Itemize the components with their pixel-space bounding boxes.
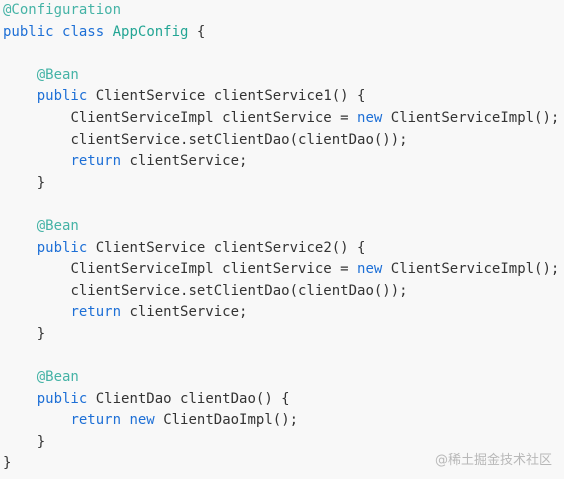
- code-line: @Bean: [3, 216, 564, 238]
- keyword: new: [357, 109, 383, 126]
- type-name: ClientService: [95, 239, 206, 256]
- keyword: return: [70, 304, 122, 321]
- annotation: @Bean: [36, 217, 79, 234]
- code-line: @Bean: [3, 65, 564, 87]
- code-line: public class AppConfig {: [3, 22, 564, 44]
- code-line: }: [3, 453, 564, 475]
- keyword: public: [36, 390, 88, 407]
- brace: {: [196, 23, 206, 40]
- method-signature: clientService2() {: [213, 239, 366, 256]
- brace: }: [36, 174, 46, 191]
- keyword: return: [70, 412, 122, 429]
- code-line-empty: [3, 346, 564, 368]
- constructor-call: ClientDaoImpl();: [163, 412, 299, 429]
- code-line: public ClientService clientService2() {: [3, 238, 564, 260]
- brace: }: [36, 325, 46, 342]
- keyword: public: [3, 23, 54, 40]
- annotation: @Bean: [36, 66, 79, 83]
- watermark: @稀土掘金技术社区: [434, 453, 552, 468]
- brace: }: [3, 455, 12, 472]
- method-signature: clientDao() {: [180, 390, 290, 407]
- code-line-empty: [3, 194, 564, 216]
- code-line: clientService.setClientDao(clientDao());: [3, 130, 564, 152]
- code-line: }: [3, 324, 564, 346]
- code-line: @Configuration: [3, 0, 564, 22]
- keyword: class: [62, 23, 105, 40]
- keyword: public: [36, 88, 88, 105]
- code-line: public ClientDao clientDao() {: [3, 389, 564, 411]
- return-value: clientService;: [129, 153, 248, 170]
- code-line: return new ClientDaoImpl();: [3, 410, 564, 432]
- code-line: return clientService;: [3, 302, 564, 324]
- brace: }: [36, 433, 46, 450]
- constructor-call: ClientServiceImpl();: [390, 109, 560, 126]
- method-call: clientService.setClientDao(clientDao());: [70, 131, 408, 148]
- code-line-empty: [3, 43, 564, 65]
- keyword: new: [357, 261, 383, 278]
- code-line: @Bean: [3, 367, 564, 389]
- class-name: AppConfig: [112, 23, 189, 40]
- code-line: }: [3, 173, 564, 195]
- method-call: clientService.setClientDao(clientDao());: [70, 282, 408, 299]
- code-line: return clientService;: [3, 151, 564, 173]
- keyword: return: [70, 153, 122, 170]
- annotation: @Configuration: [3, 2, 122, 18]
- code-line: public ClientService clientService1() {: [3, 86, 564, 108]
- code-line: }: [3, 432, 564, 454]
- declaration: ClientServiceImpl clientService =: [70, 261, 349, 278]
- keyword: public: [36, 239, 88, 256]
- code-line: ClientServiceImpl clientService = new Cl…: [3, 108, 564, 130]
- annotation: @Bean: [36, 369, 79, 386]
- type-name: ClientService: [95, 88, 206, 105]
- method-signature: clientService1() {: [213, 88, 366, 105]
- constructor-call: ClientServiceImpl();: [390, 261, 560, 278]
- code-line: ClientServiceImpl clientService = new Cl…: [3, 259, 564, 281]
- code-text: @Configuration public class AppConfig { …: [3, 0, 564, 475]
- type-name: ClientDao: [95, 390, 172, 407]
- code-line: clientService.setClientDao(clientDao());: [3, 281, 564, 303]
- return-value: clientService;: [129, 304, 248, 321]
- declaration: ClientServiceImpl clientService =: [70, 109, 349, 126]
- keyword: new: [129, 412, 155, 429]
